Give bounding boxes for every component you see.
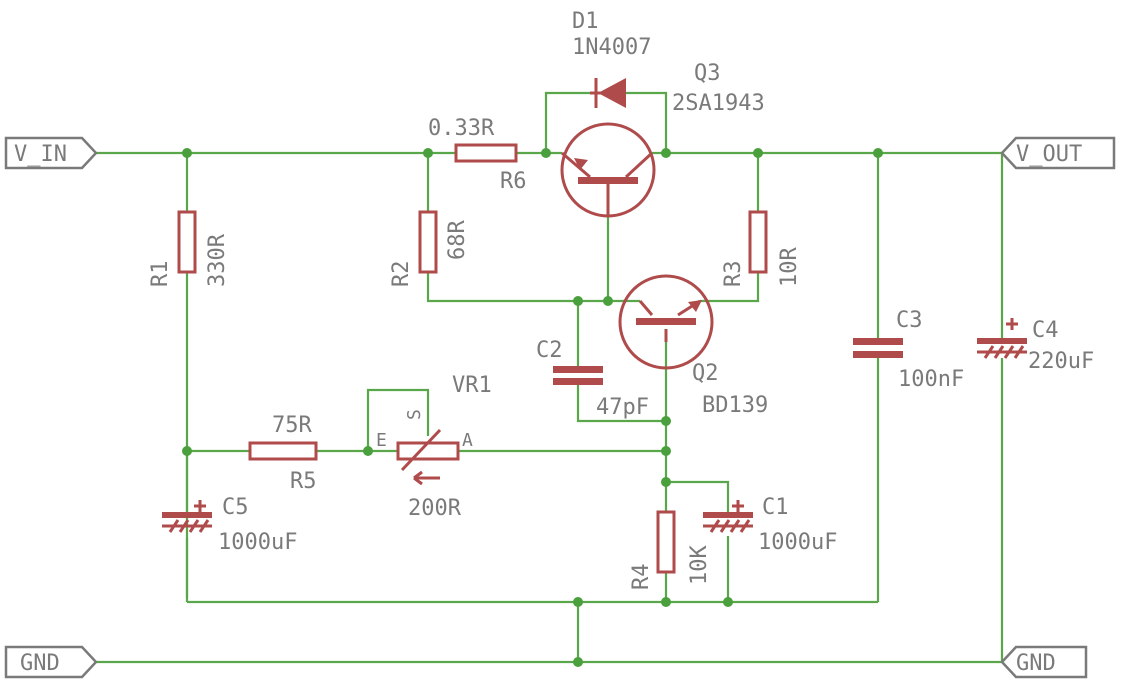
vr1-pin-s: S (404, 409, 425, 420)
junction-dot (661, 416, 671, 426)
wire-vr1-wiper (366, 388, 430, 451)
c3-value: 100nF (898, 367, 964, 392)
c5-value: 1000uF (218, 530, 297, 555)
r2-name: R2 (389, 261, 414, 288)
r4-value: 10K (687, 545, 712, 585)
junction-dot (661, 477, 671, 487)
q2-name: Q2 (692, 361, 719, 386)
r5-value: 75R (272, 413, 312, 438)
d1-name: D1 (572, 9, 599, 34)
c4-value: 220uF (1028, 349, 1094, 374)
c3-name: C3 (896, 308, 923, 333)
junction-dot (573, 657, 583, 667)
r4-name: R4 (629, 564, 654, 591)
resistor-r3: R3 10R (721, 210, 802, 288)
c2-value: 47pF (596, 395, 649, 420)
junction-dot (573, 296, 583, 306)
port-vin: V_IN (4, 136, 98, 170)
trimmer-vr1: VR1 200R E S A (376, 373, 492, 521)
wire-d1-loop (544, 91, 668, 153)
wire-r2-col (426, 153, 578, 303)
q3-name: Q3 (694, 61, 721, 86)
vr1-pin-e: E (376, 430, 387, 451)
resistor-r4: R4 10K (629, 510, 712, 591)
junction-dot (363, 446, 373, 456)
r3-name: R3 (721, 261, 746, 288)
vr1-pin-a: A (462, 430, 473, 451)
r5-name: R5 (290, 469, 317, 494)
junctions (182, 148, 883, 667)
c1-value: 1000uF (758, 530, 837, 555)
r1-value: 330R (205, 233, 230, 287)
resistor-r1: R1 330R (148, 210, 230, 288)
junction-dot (661, 446, 671, 456)
c2-name: C2 (536, 338, 563, 363)
c5-name: C5 (222, 495, 249, 520)
port-gnd-right: GND (1000, 645, 1088, 679)
c4-name: C4 (1032, 318, 1059, 343)
port-gnd-right-label: GND (1016, 651, 1056, 676)
junction-dot (873, 148, 883, 158)
capacitor-c2: C2 47pF (536, 338, 649, 420)
junction-dot (661, 148, 671, 158)
capacitor-c1: C1 1000uF (703, 495, 837, 555)
junction-dot (182, 446, 192, 456)
junction-dot (541, 148, 551, 158)
diode-d1: D1 1N4007 (572, 9, 651, 108)
q3-value: 2SA1943 (672, 91, 765, 116)
vr1-name: VR1 (452, 373, 492, 398)
resistor-r5: 75R R5 (248, 413, 318, 494)
port-vout-label: V_OUT (1016, 142, 1082, 167)
vr1-value: 200R (408, 496, 462, 521)
port-gnd-left: GND (4, 645, 98, 679)
wire-r3-col (700, 153, 760, 303)
port-vout: V_OUT (1000, 136, 1116, 170)
junction-dot (661, 597, 671, 607)
port-vin-label: V_IN (14, 142, 67, 167)
resistor-r6: 0.33R R6 (428, 116, 527, 194)
junction-dot (423, 148, 433, 158)
r6-name: R6 (500, 169, 527, 194)
c1-name: C1 (762, 495, 789, 520)
capacitor-c4: C4 220uF (977, 318, 1094, 374)
r6-value: 0.33R (428, 116, 495, 141)
junction-dot (182, 148, 192, 158)
wires (95, 91, 1004, 664)
port-gnd-left-label: GND (20, 651, 60, 676)
transistor-q2: Q2 BD139 (618, 274, 768, 418)
junction-dot (573, 597, 583, 607)
r1-name: R1 (148, 261, 173, 288)
r2-value: 68R (445, 220, 470, 260)
wire-r4-c1 (664, 480, 730, 602)
capacitor-c5: C5 1000uF (162, 495, 297, 555)
q2-value: BD139 (702, 393, 768, 418)
capacitor-c3: C3 100nF (853, 308, 964, 392)
junction-dot (723, 597, 733, 607)
r3-value: 10R (777, 247, 802, 287)
wire-c2 (576, 301, 666, 423)
junction-dot (603, 296, 613, 306)
junction-dot (753, 148, 763, 158)
resistor-r2: R2 68R (389, 210, 470, 288)
transistor-q3: Q3 2SA1943 (560, 61, 765, 218)
d1-value: 1N4007 (572, 35, 651, 60)
